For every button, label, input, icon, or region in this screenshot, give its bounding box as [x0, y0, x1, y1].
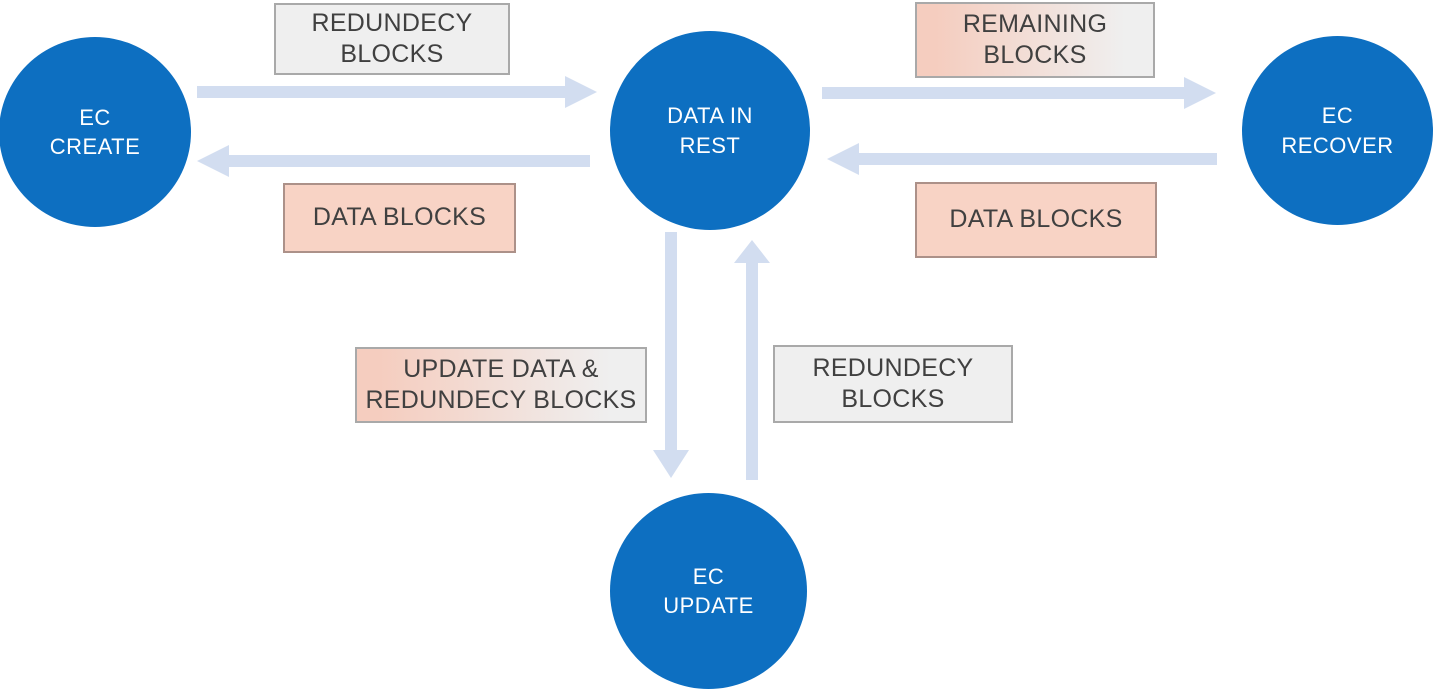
node-label-line: REST	[679, 132, 741, 158]
label-line: DATA BLOCKS	[949, 205, 1123, 234]
label-line: BLOCKS	[983, 41, 1087, 69]
label-line: REDUNDECY BLOCKS	[365, 386, 637, 414]
node-data-in-rest: DATA IN REST	[610, 31, 810, 230]
node-label-line: DATA IN	[667, 103, 753, 129]
arrow-update-to-rest	[734, 240, 770, 480]
label-redundancy-blocks-top-left: REDUNDECY BLOCKS	[274, 3, 510, 75]
arrow-recover-to-rest	[827, 143, 1217, 175]
label-remaining-blocks: REMAINING BLOCKS	[915, 2, 1155, 78]
node-label-line: CREATE	[49, 134, 141, 159]
node-label-line: UPDATE	[663, 593, 754, 618]
node-label-line: EC	[79, 104, 111, 130]
label-update-data-redundancy-blocks: UPDATE DATA & REDUNDECY BLOCKS	[355, 347, 647, 423]
label-data-blocks-right: DATA BLOCKS	[915, 182, 1157, 258]
label-line: REDUNDECY	[812, 353, 974, 382]
arrow-rest-to-recover	[822, 77, 1216, 109]
node-ec-create: EC CREATE	[0, 37, 191, 227]
label-line: BLOCKS	[340, 40, 444, 68]
node-label-line: EC	[692, 563, 725, 589]
label-line: UPDATE DATA &	[403, 354, 599, 383]
label-line: BLOCKS	[841, 385, 945, 413]
label-data-blocks-left: DATA BLOCKS	[283, 183, 516, 253]
label-line: REMAINING	[962, 9, 1108, 38]
label-redundancy-blocks-bottom: REDUNDECY BLOCKS	[773, 345, 1013, 423]
arrow-rest-to-create	[197, 145, 590, 177]
node-ec-recover: EC RECOVER	[1242, 36, 1433, 225]
arrow-create-to-rest	[197, 76, 597, 108]
node-ec-update: EC UPDATE	[610, 493, 807, 689]
label-line: DATA BLOCKS	[312, 203, 487, 232]
node-label-line: RECOVER	[1281, 132, 1394, 158]
label-line: REDUNDECY	[311, 8, 473, 37]
node-label-line: EC	[1321, 103, 1354, 129]
arrow-rest-to-update	[653, 232, 689, 478]
